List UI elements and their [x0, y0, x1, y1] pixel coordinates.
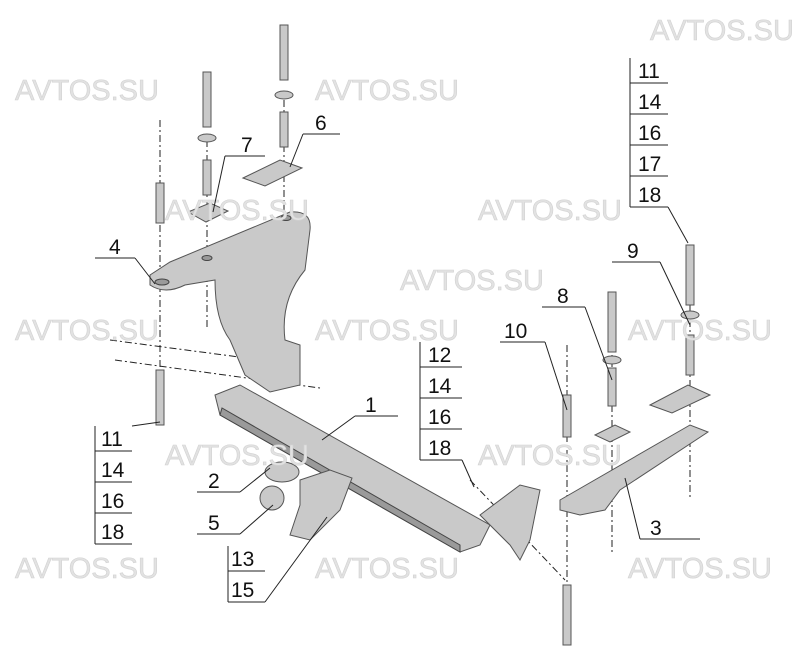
callout-callouts-c10: 10 [504, 320, 527, 343]
watermark: AVTOS.SU [400, 265, 544, 297]
callout-callouts-right_stack-3: 17 [638, 153, 661, 176]
leader-line [659, 261, 691, 326]
callout-callouts-ball_stack-1: 15 [231, 579, 254, 602]
callout-callouts-c2: 2 [208, 470, 220, 493]
watermark: AVTOS.SU [628, 553, 772, 585]
watermark: AVTOS.SU [315, 315, 459, 347]
washer [274, 90, 294, 100]
spacer-tube [202, 159, 212, 196]
callout-callouts-left_stack-0: 11 [101, 428, 123, 451]
watermark: AVTOS.SU [15, 553, 159, 585]
callout-callouts-right_stack-2: 16 [638, 122, 661, 145]
watermark: AVTOS.SU [628, 315, 772, 347]
watermark: AVTOS.SU [15, 315, 159, 347]
leader-line [289, 133, 304, 168]
watermark: AVTOS.SU [315, 75, 459, 107]
callout-callouts-ball_stack-0: 13 [231, 548, 254, 571]
callout-callouts-c6: 6 [315, 112, 327, 135]
leader-line [544, 341, 568, 411]
leader-line [131, 421, 161, 427]
callout-labels: 1234567891011141617181214161811141618131… [101, 60, 662, 602]
callout-callouts-c5: 5 [208, 512, 220, 535]
mounting-hole [154, 278, 170, 286]
bolt [155, 369, 165, 426]
bolt [202, 71, 212, 128]
leader-line [321, 415, 356, 441]
watermarks: AVTOS.SU AVTOS.SU AVTOS.SU AVTOS.SU AVTOS.SU… [15, 15, 795, 586]
watermark: AVTOS.SU [650, 15, 794, 47]
leader-line [134, 257, 156, 285]
right-bracket-part-3 [559, 424, 710, 516]
callout-callouts-c9: 9 [627, 240, 639, 263]
plate-part-7 [186, 202, 230, 223]
plate-part-9 [648, 384, 712, 414]
callout-callouts-right_stack-0: 11 [638, 60, 660, 83]
spacer-tube [562, 394, 572, 438]
left-bracket-part-4 [149, 211, 311, 393]
leader-line [212, 155, 226, 213]
washer [680, 310, 700, 320]
leader-line [624, 477, 641, 540]
washer [197, 133, 217, 143]
callout-callouts-mid_stack-1: 14 [428, 375, 452, 398]
watermark: AVTOS.SU [165, 440, 309, 472]
bolt [607, 291, 617, 353]
side-plate [479, 484, 541, 561]
callout-leaders [94, 58, 700, 603]
mounting-hole [280, 215, 292, 221]
watermark: AVTOS.SU [478, 440, 622, 472]
ball-mount-part-5 [289, 469, 353, 541]
leader-line [667, 206, 689, 244]
leader-line [264, 516, 328, 603]
callout-callouts-mid_stack-0: 12 [428, 344, 451, 367]
tow-ball [259, 485, 285, 511]
callout-callouts-c8: 8 [557, 285, 569, 308]
spacer-tube [685, 334, 695, 376]
bolt [685, 244, 695, 306]
plate-part-6 [241, 159, 304, 187]
bolt [279, 24, 289, 81]
spacer-tube [155, 182, 165, 224]
callout-callouts-mid_stack-3: 18 [428, 437, 451, 460]
callout-callouts-c1: 1 [365, 394, 377, 417]
callout-callouts-left_stack-2: 16 [101, 490, 124, 513]
callout-callouts-mid_stack-2: 16 [428, 406, 451, 429]
callout-callouts-right_stack-4: 18 [638, 184, 661, 207]
watermark: AVTOS.SU [15, 75, 159, 107]
leader-line [239, 504, 274, 535]
callout-callouts-left_stack-1: 14 [101, 459, 125, 482]
leader-line [584, 306, 613, 381]
spacer-tube [279, 111, 289, 148]
callout-callouts-right_stack-1: 14 [638, 91, 662, 114]
watermark: AVTOS.SU [315, 553, 459, 585]
mounting-hole [201, 255, 213, 261]
washer [602, 355, 622, 365]
callout-callouts-c4: 4 [109, 236, 121, 259]
watermark: AVTOS.SU [478, 195, 622, 227]
parts [149, 24, 712, 646]
spacer-tube [607, 367, 617, 407]
callout-callouts-c3: 3 [650, 517, 662, 540]
plate-part-8 [593, 424, 632, 443]
bolt [562, 584, 572, 646]
callout-callouts-left_stack-3: 18 [101, 521, 124, 544]
watermark: AVTOS.SU [165, 195, 309, 227]
callout-callouts-c7: 7 [241, 134, 253, 157]
leader-line [239, 467, 271, 493]
leader-line [461, 459, 475, 488]
